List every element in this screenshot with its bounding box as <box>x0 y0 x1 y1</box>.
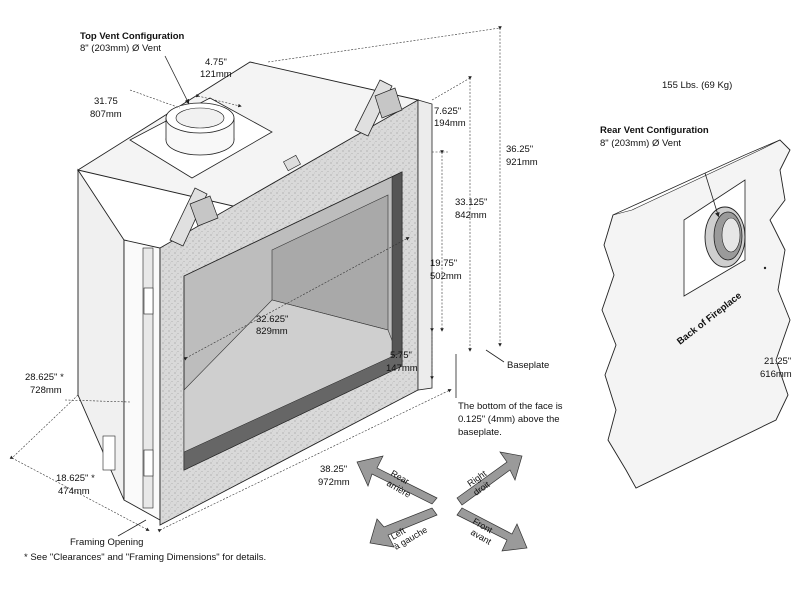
dim-575-in: 5.75" <box>390 350 412 361</box>
weight-label: 155 Lbs. (69 Kg) <box>662 80 732 91</box>
arrow-right <box>456 451 523 506</box>
side-box-upper <box>143 287 154 315</box>
direction-arrows <box>356 451 528 552</box>
dim-7625-in: 7.625" <box>434 106 461 117</box>
rear-view <box>601 139 791 489</box>
framing-opening-label: Framing Opening <box>70 537 143 548</box>
arrow-rear <box>356 455 438 505</box>
dim-28625-in: 28.625" * <box>25 372 64 383</box>
dim-3625-mm: 921mm <box>506 157 538 168</box>
dim-1975-mm: 502mm <box>430 271 462 282</box>
face-note-line-2: 0.125" (4mm) above the <box>458 414 560 425</box>
standoff-bracket-top-right <box>354 79 403 137</box>
rear-vent-size: 8" (203mm) Ø Vent <box>600 138 681 149</box>
dim-575-mm: 147mm <box>386 363 418 374</box>
standoff-bracket-left <box>169 187 219 247</box>
top-vent-size: 8" (203mm) Ø Vent <box>80 43 161 54</box>
dim-475-in: 4.75" <box>205 57 227 68</box>
top-tab <box>283 154 301 172</box>
side-box-lower <box>143 449 154 477</box>
dim-28625-mm: 728mm <box>30 385 62 396</box>
dim-2125-mm: 616mm <box>760 369 792 380</box>
dim-3825-mm: 972mm <box>318 477 350 488</box>
dim-3825-in: 38.25" <box>320 464 347 475</box>
dim-3175-mm: 807mm <box>90 109 122 120</box>
face-note-line-3: baseplate. <box>458 427 502 438</box>
rear-vent-collar-inner <box>721 217 741 253</box>
dim-32625-in: 32.625" <box>256 314 288 325</box>
dim-33125-mm: 842mm <box>455 210 487 221</box>
dim-33125-in: 33.125" <box>455 197 487 208</box>
side-outlet <box>102 435 116 471</box>
dim-7625-mm: 194mm <box>434 118 466 129</box>
firebox-edge <box>391 171 403 371</box>
labels: Top Vent Configuration 8" (203mm) Ø Vent… <box>24 31 792 563</box>
rear-back-panel <box>601 139 791 489</box>
fireplace-unit <box>76 61 433 526</box>
dimension-lines <box>9 26 505 537</box>
face-note-line-1: The bottom of the face is <box>458 401 563 412</box>
frame-right-edge <box>417 99 433 391</box>
dim-3175-in: 31.75 <box>94 96 118 107</box>
fireplace-side-box <box>123 239 161 521</box>
rear-vent-title: Rear Vent Configuration <box>600 125 709 136</box>
top-vent-collar-inner <box>175 107 225 129</box>
dim-2125-in: 21.25" <box>764 356 791 367</box>
fireplace-left-side <box>77 168 125 501</box>
top-vent-title: Top Vent Configuration <box>80 31 185 42</box>
dim-18625-mm: 474mm <box>58 486 90 497</box>
dim-1975-in: 19.75" <box>430 258 457 269</box>
baseplate-label: Baseplate <box>507 360 549 371</box>
dim-18625-in: 18.625" * <box>56 473 95 484</box>
arrow-front <box>456 507 528 552</box>
rear-top-face <box>612 139 781 216</box>
footnote: * See "Clearances" and "Framing Dimensio… <box>24 552 266 563</box>
arrow-left <box>369 507 438 548</box>
dim-32625-mm: 829mm <box>256 326 288 337</box>
dim-3625-in: 36.25" <box>506 144 533 155</box>
dim-475-mm: 121mm <box>200 69 232 80</box>
